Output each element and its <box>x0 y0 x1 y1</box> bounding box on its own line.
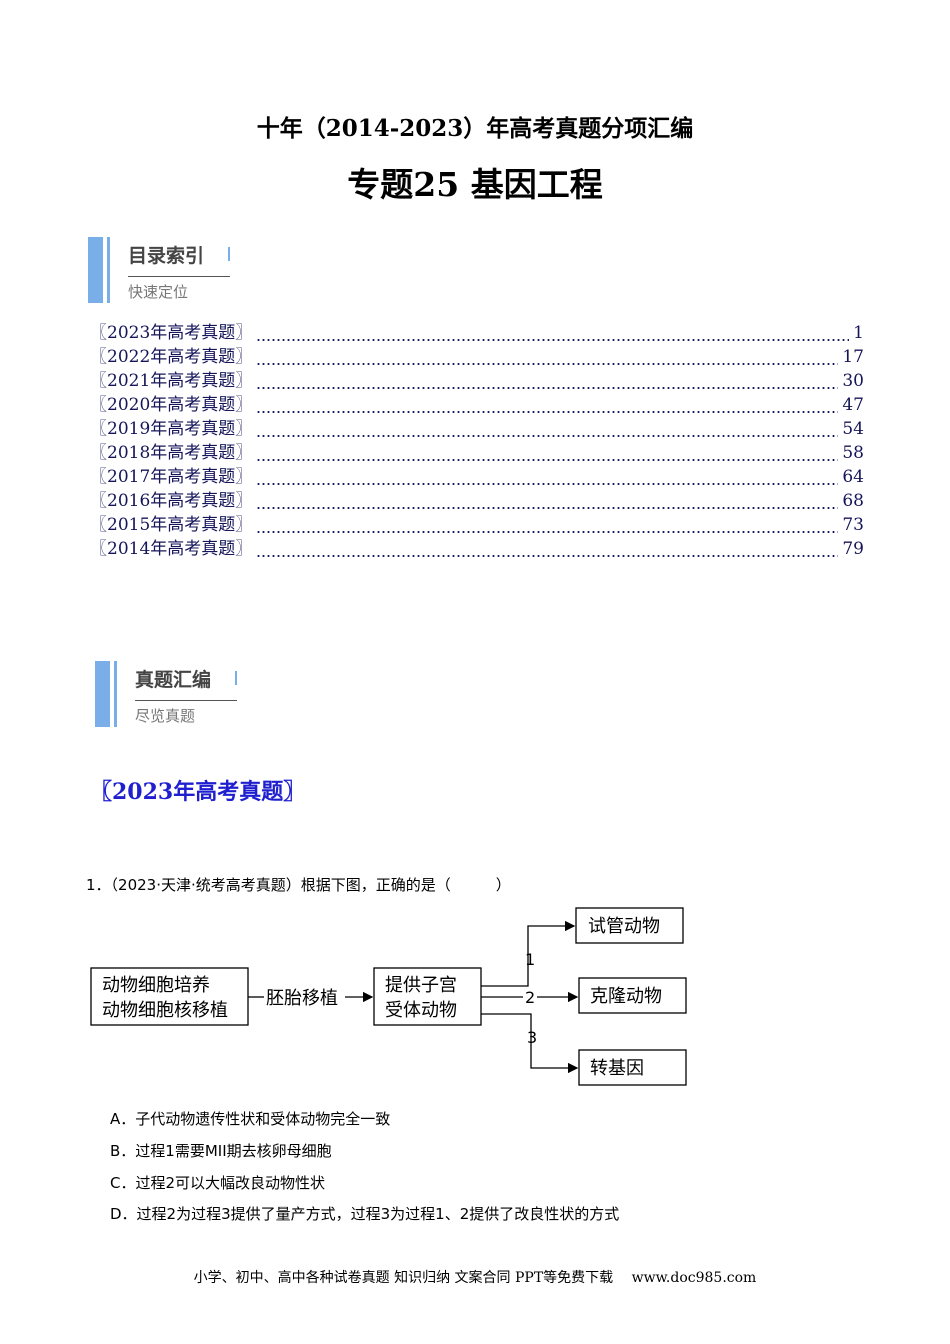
toc-entry-label[interactable]: 〖2019年高考真题〗 <box>90 419 253 439</box>
decor-bar <box>114 661 117 727</box>
decor-bar <box>95 661 110 727</box>
toc-entry-page[interactable]: 17 <box>842 347 864 367</box>
option-b: B．过程1需要MII期去核卵母细胞 <box>110 1142 332 1160</box>
toc-leader-dots <box>256 538 839 560</box>
toc-entry-page[interactable]: 54 <box>842 419 864 439</box>
toc-entry[interactable]: 〖2015年高考真题〗 73 <box>90 514 864 538</box>
section-header-sub: 尽览真题 <box>135 707 196 725</box>
out1-label: 试管动物 <box>588 916 660 937</box>
toc-entry[interactable]: 〖2023年高考真题〗 1 <box>90 322 864 346</box>
toc-entry[interactable]: 〖2017年高考真题〗 64 <box>90 466 864 490</box>
toc-entry-page[interactable]: 1 <box>853 323 864 343</box>
toc-leader-dots <box>256 370 839 392</box>
toc-header-sub: 快速定位 <box>128 283 189 301</box>
toc-entry-page[interactable]: 30 <box>842 371 864 391</box>
toc-entry-page[interactable]: 64 <box>842 467 864 487</box>
decor-bar <box>88 237 103 303</box>
box-test-tube-animal <box>575 907 684 944</box>
toc-header-title: 目录索引 <box>128 245 205 267</box>
toc-entry[interactable]: 〖2018年高考真题〗 58 <box>90 442 864 466</box>
toc-entry-label[interactable]: 〖2017年高考真题〗 <box>90 467 253 487</box>
toc-entry-label[interactable]: 〖2020年高考真题〗 <box>90 395 253 415</box>
question-stem: 1．（2023·天津·统考高考真题）根据下图，正确的是（ ） <box>86 876 511 894</box>
toc-leader-dots <box>256 514 839 536</box>
decor-tick <box>228 247 230 261</box>
toc-entry-label[interactable]: 〖2021年高考真题〗 <box>90 371 253 391</box>
divider <box>135 700 237 701</box>
toc-entry-label[interactable]: 〖2018年高考真题〗 <box>90 443 253 463</box>
toc-entry-label[interactable]: 〖2022年高考真题〗 <box>90 347 253 367</box>
out3-label: 转基因 <box>590 1058 644 1079</box>
box-clone-animal <box>578 977 687 1014</box>
option-d: D．过程2为过程3提供了量产方式，过程3为过程1、2提供了改良性状的方式 <box>110 1205 620 1223</box>
decor-bar <box>107 237 110 303</box>
document-series-title: 十年（2014-2023）年高考真题分项汇编 <box>256 115 694 142</box>
toc-leader-dots <box>256 490 839 512</box>
box2-line1: 提供子宫 <box>385 975 457 996</box>
toc-leader-dots <box>256 322 850 344</box>
toc-entry-label[interactable]: 〖2023年高考真题〗 <box>90 323 253 343</box>
arrow-label: 胚胎移植 <box>266 988 338 1009</box>
option-a: A．子代动物遗传性状和受体动物完全一致 <box>110 1110 391 1128</box>
decor-tick <box>235 671 237 685</box>
out2-label: 克隆动物 <box>590 986 662 1007</box>
box1-line2: 动物细胞核移植 <box>102 1000 228 1021</box>
box-transgenic <box>578 1049 687 1086</box>
footer: 小学、初中、高中各种试卷真题 知识归纳 文案合同 PPT等免费下载 www.do… <box>193 1270 757 1286</box>
toc-entry-label[interactable]: 〖2015年高考真题〗 <box>90 515 253 535</box>
toc-leader-dots <box>256 418 839 440</box>
document-title: 专题25 基因工程 <box>347 165 603 204</box>
toc-entry[interactable]: 〖2016年高考真题〗 68 <box>90 490 864 514</box>
section-header-title: 真题汇编 <box>135 669 212 691</box>
toc-entry-label[interactable]: 〖2014年高考真题〗 <box>90 539 253 559</box>
path-number-3: 3 <box>527 1028 537 1047</box>
toc-entry[interactable]: 〖2021年高考真题〗 30 <box>90 370 864 394</box>
path-number-1: 1 <box>525 950 535 969</box>
divider <box>128 276 230 277</box>
box2-line2: 受体动物 <box>385 1000 457 1021</box>
toc-leader-dots <box>256 394 839 416</box>
flow-diagram: 动物细胞培养 动物细胞核移植 胚胎移植 提供子宫 受体动物 试管动物 克隆动物 … <box>90 907 687 1086</box>
toc-entry-page[interactable]: 47 <box>842 395 864 415</box>
toc-entry[interactable]: 〖2019年高考真题〗 54 <box>90 418 864 442</box>
path-number-2: 2 <box>525 988 535 1007</box>
toc-leader-dots <box>256 442 839 464</box>
toc-leader-dots <box>256 466 839 488</box>
toc-entry-page[interactable]: 79 <box>842 539 864 559</box>
toc-entry-page[interactable]: 58 <box>842 443 864 463</box>
box1-line1: 动物细胞培养 <box>102 975 210 996</box>
option-c: C．过程2可以大幅改良动物性状 <box>110 1174 326 1192</box>
toc-entry-page[interactable]: 73 <box>842 515 864 535</box>
toc-entry[interactable]: 〖2014年高考真题〗 79 <box>90 538 864 562</box>
toc-entry-page[interactable]: 68 <box>842 491 864 511</box>
toc-entry-label[interactable]: 〖2016年高考真题〗 <box>90 491 253 511</box>
section-title: 〖2023年高考真题〗 <box>90 779 306 805</box>
toc-entry[interactable]: 〖2020年高考真题〗 47 <box>90 394 864 418</box>
toc-entry[interactable]: 〖2022年高考真题〗 17 <box>90 346 864 370</box>
toc-leader-dots <box>256 346 839 368</box>
